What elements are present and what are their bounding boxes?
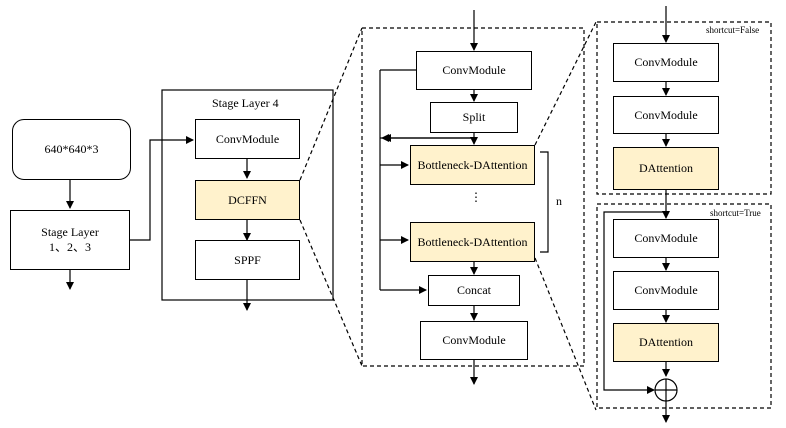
dcffn-bottleneck-2-label: Bottleneck-DAttention <box>417 234 528 249</box>
dcffn-convmodule-bottom: ConvModule <box>420 321 528 360</box>
shortcut-false-dattention-label: DAttention <box>639 161 693 175</box>
shortcut-true-convmodule-2: ConvModule <box>613 271 719 310</box>
stage4-dcffn-label: DCFFN <box>228 192 267 207</box>
stage4-convmodule: ConvModule <box>195 119 300 159</box>
dcffn-convmodule-top: ConvModule <box>416 51 532 90</box>
dcffn-split: Split <box>430 102 518 133</box>
dcffn-bottleneck-1-label: Bottleneck-DAttention <box>417 157 528 172</box>
dcffn-convmodule-bottom-label: ConvModule <box>442 333 506 347</box>
stage4-convmodule-label: ConvModule <box>215 131 280 146</box>
dcffn-convmodule-top-label: ConvModule <box>442 63 506 77</box>
dcffn-split-label: Split <box>462 110 486 124</box>
shortcut-false-convmodule-1: ConvModule <box>613 43 719 82</box>
shortcut-true-dattention: DAttention <box>613 323 719 362</box>
stage4-sppf-label: SPPF <box>234 252 261 267</box>
shortcut-false-convmodule-1-label: ConvModule <box>634 55 698 69</box>
input-label: 640*640*3 <box>44 142 99 156</box>
shortcut-true-dattention-label: DAttention <box>639 335 693 349</box>
shortcut-true-convmodule-1: ConvModule <box>613 219 719 258</box>
shortcut-false-title: shortcut=False <box>706 25 760 35</box>
shortcut-true-title: shortcut=True <box>710 208 761 218</box>
shortcut-true-convmodule-1-label: ConvModule <box>634 231 698 245</box>
shortcut-false-dattention: DAttention <box>613 147 719 190</box>
shortcut-false-convmodule-2: ConvModule <box>613 96 719 134</box>
stage4-title: Stage Layer 4 <box>212 96 279 110</box>
input-box: 640*640*3 <box>12 119 131 180</box>
shortcut-true-convmodule-2-label: ConvModule <box>634 283 698 297</box>
dcffn-concat: Concat <box>428 275 520 306</box>
dcffn-bottleneck-2: Bottleneck-DAttention <box>410 222 535 262</box>
dcffn-ellipsis: ⋮ <box>470 190 482 204</box>
stage-layer-123-line2: 1、2、3 <box>48 240 91 254</box>
shortcut-false-convmodule-2-label: ConvModule <box>634 107 698 122</box>
stage4-sppf: SPPF <box>195 240 300 280</box>
stage4-dcffn: DCFFN <box>195 180 300 220</box>
stage-layer-123-box: Stage Layer 1、2、3 <box>10 210 130 270</box>
stage-layer-123-line1: Stage Layer <box>41 225 99 239</box>
dcffn-bottleneck-1: Bottleneck-DAttention <box>410 145 535 185</box>
dcffn-n-label: n <box>556 194 562 208</box>
dcffn-concat-label: Concat <box>457 283 491 297</box>
